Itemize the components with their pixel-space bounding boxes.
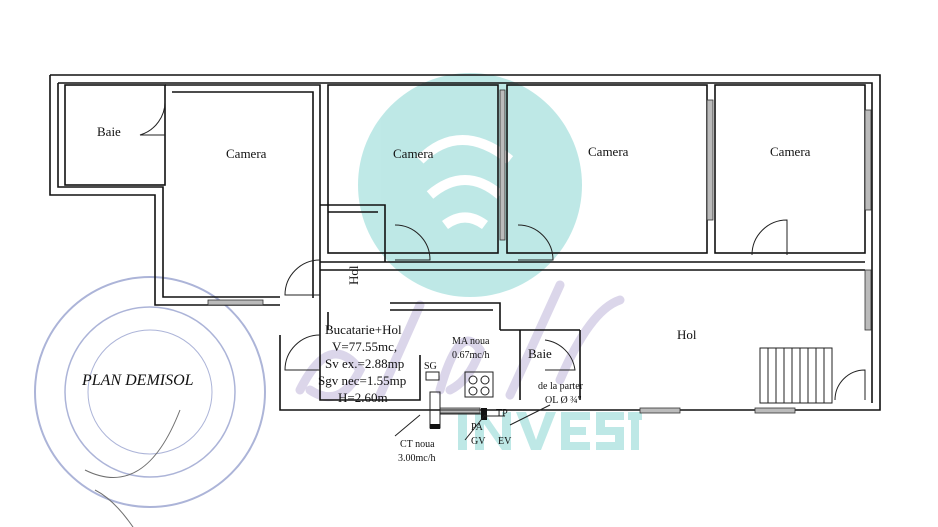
pipe-label: de la parter bbox=[538, 381, 584, 392]
sg-label: SG bbox=[424, 361, 437, 372]
watermark-logo bbox=[295, 73, 642, 450]
ma-flow: 0.67mc/h bbox=[452, 350, 490, 361]
kitchen-name: Bucatarie+Hol bbox=[325, 322, 402, 337]
tp-label: TP bbox=[496, 408, 508, 419]
ct-flow: 3.00mc/h bbox=[398, 453, 436, 464]
stairs bbox=[759, 347, 833, 404]
stamp bbox=[34, 276, 266, 527]
plan-title: PLAN DEMISOL bbox=[81, 372, 194, 389]
stove bbox=[464, 371, 494, 398]
room-label: Baie bbox=[528, 346, 552, 361]
kitchen-height: H=2.60m bbox=[338, 390, 388, 405]
room-label: Baie bbox=[97, 124, 121, 139]
room-label: Camera bbox=[393, 146, 434, 161]
kitchen-volume: V=77.55mc, bbox=[332, 339, 397, 354]
room-label: Camera bbox=[770, 144, 811, 159]
room-label: Camera bbox=[588, 144, 629, 159]
ct-label: CT noua bbox=[400, 439, 435, 450]
room-label: Hol bbox=[346, 265, 361, 285]
ev-label: EV bbox=[498, 436, 512, 447]
ma-label: MA noua bbox=[452, 336, 490, 347]
boiler bbox=[394, 371, 551, 441]
kitchen-sgv: Sgv nec=1.55mp bbox=[318, 373, 406, 388]
pa-label: PA bbox=[471, 422, 484, 433]
room-label: Camera bbox=[226, 146, 267, 161]
gv-label: GV bbox=[471, 436, 486, 447]
room-label: Hol bbox=[677, 327, 697, 342]
pipe-spec: OL Ø ¾" bbox=[545, 395, 582, 406]
kitchen-sv: Sv ex.=2.88mp bbox=[325, 356, 404, 371]
